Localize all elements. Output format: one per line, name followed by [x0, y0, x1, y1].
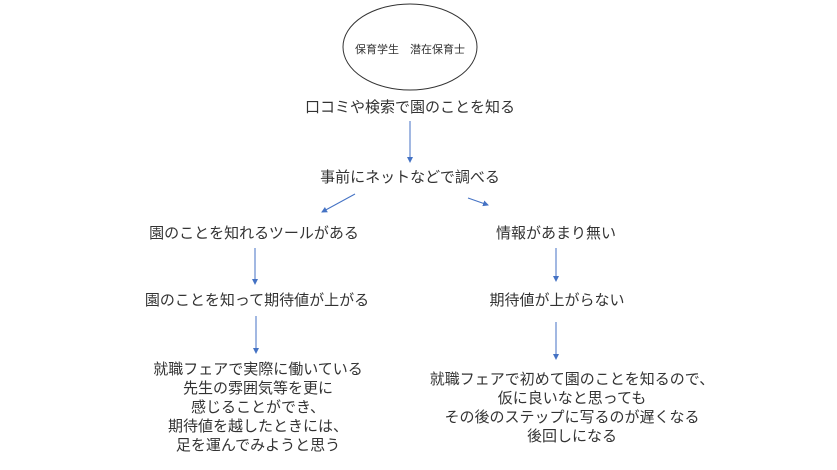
start-ellipse: [342, 3, 478, 91]
right-outcome-line: 後回しになる: [526, 427, 617, 445]
left-tool-available: 園のことを知れるツールがある: [149, 224, 359, 242]
start-label: 保育学生 潜在保育士: [355, 43, 465, 56]
right-outcome-line: 仮に良いなと思っても: [497, 389, 647, 407]
right-outcome-line: その後のステップに写るのが遅くなる: [444, 408, 700, 426]
left-outcome-line: 感じることができ、: [191, 398, 325, 416]
right-outcome-line: 就職フェアで初めて園のことを知るので、: [429, 370, 715, 388]
left-expectation-up: 園のことを知って期待値が上がる: [144, 291, 370, 309]
right-little-info: 情報があまり無い: [495, 224, 617, 242]
left-outcome-line: 先生の雰囲気等を更に: [182, 379, 333, 397]
left-outcome: 就職フェアで実際に働いている 先生の雰囲気等を更に 感じることができ、 期待値を…: [153, 360, 363, 455]
left-outcome-line: 期待値を越したときには、: [167, 417, 348, 435]
right-outcome: 就職フェアで初めて園のことを知るので、 仮に良いなと思っても その後のステップに…: [430, 370, 714, 446]
arrow-step2-right1: [467, 197, 489, 207]
left-outcome-line: 就職フェアで実際に働いている: [153, 360, 363, 378]
step-word-of-mouth: 口コミや検索で園のことを知る: [304, 98, 516, 116]
right-expectation-flat: 期待値が上がらない: [489, 291, 625, 309]
step-research-online: 事前にネットなどで調べる: [320, 168, 500, 186]
left-outcome-line: 足を運んでみようと思う: [175, 436, 341, 454]
arrow-step2-left1: [321, 193, 356, 213]
